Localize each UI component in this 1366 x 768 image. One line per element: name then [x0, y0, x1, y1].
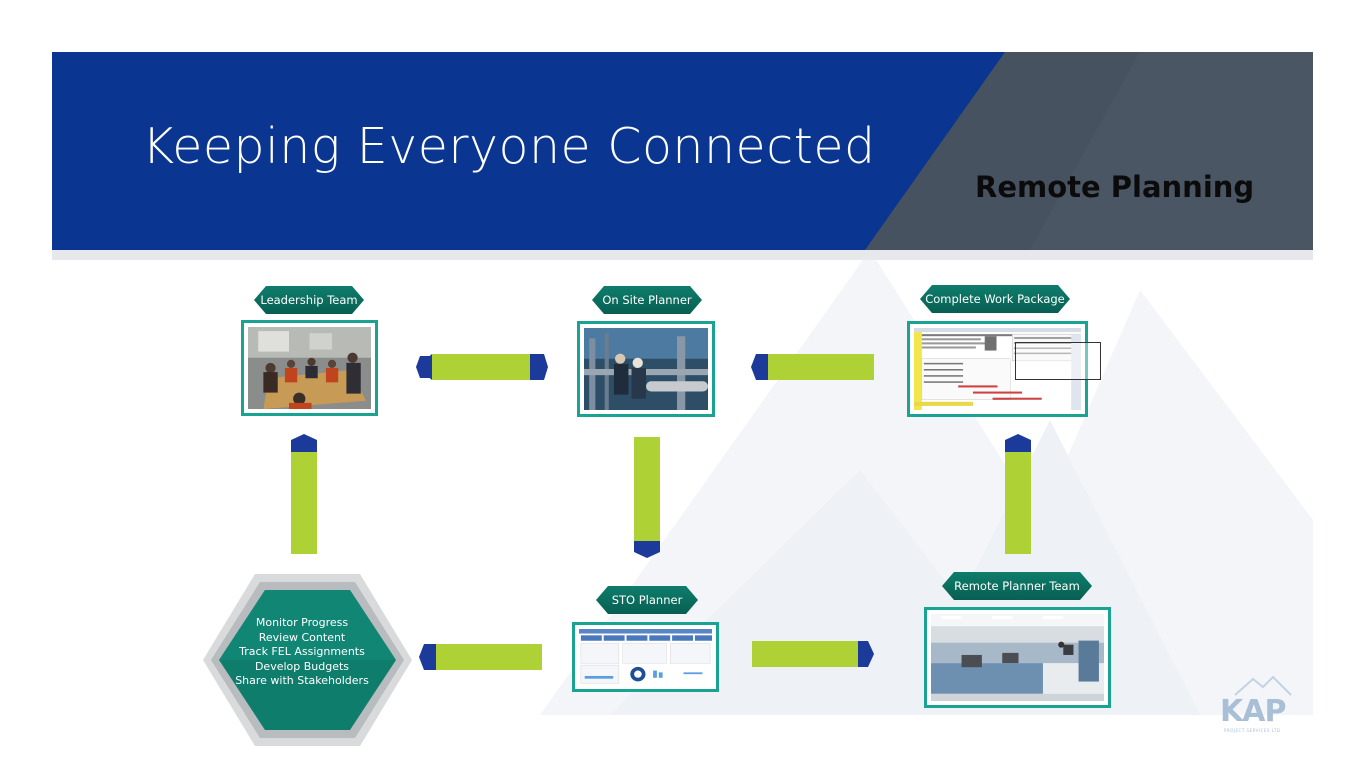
hub-item: Share with Stakeholders [235, 674, 369, 687]
meeting-room-photo [241, 320, 378, 416]
hub-item: Review Content [258, 630, 346, 644]
hub-item: Monitor Progress [255, 616, 349, 629]
arrow-leadership-onsite [416, 354, 548, 380]
arrow-hub-leadership [291, 434, 317, 554]
hub-task-list: Monitor Progress Review Content Track FE… [232, 616, 372, 689]
company-logo: KAP [1220, 694, 1286, 729]
arrow-onsite-sto [634, 437, 660, 558]
page-subtitle: Remote Planning [975, 170, 1255, 204]
callout-box [1015, 342, 1101, 380]
logo-mountain-icon [1234, 675, 1292, 696]
arrow-sto-hub [419, 644, 542, 670]
label-remote-planner-team: Remote Planner Team [942, 572, 1092, 600]
header-gray-triangle [1030, 52, 1313, 250]
arrow-sto-remote [752, 641, 874, 667]
company-logo-tagline: PROJECT SERVICES LTD [1224, 728, 1281, 733]
label-on-site-planner: On Site Planner [592, 286, 702, 314]
page-title: Keeping Everyone Connected [142, 118, 876, 175]
arrow-remote-workpackage [1005, 434, 1031, 554]
schedule-spreadsheet-screenshot [907, 321, 1088, 417]
arrow-workpackage-onsite [751, 354, 874, 380]
hub-item: Develop Budgets [254, 659, 350, 673]
label-leadership-team: Leadership Team [254, 286, 364, 314]
office-cubicles-photo [924, 607, 1111, 708]
label-complete-work-package: Complete Work Package [920, 285, 1070, 313]
header-shadow [52, 250, 1313, 260]
hub-item: Track FEL Assignments [239, 645, 365, 658]
hub-hexagon [203, 574, 412, 746]
dashboard-screenshot [572, 622, 719, 692]
industrial-plant-photo [577, 321, 715, 417]
label-sto-planner: STO Planner [596, 586, 698, 614]
